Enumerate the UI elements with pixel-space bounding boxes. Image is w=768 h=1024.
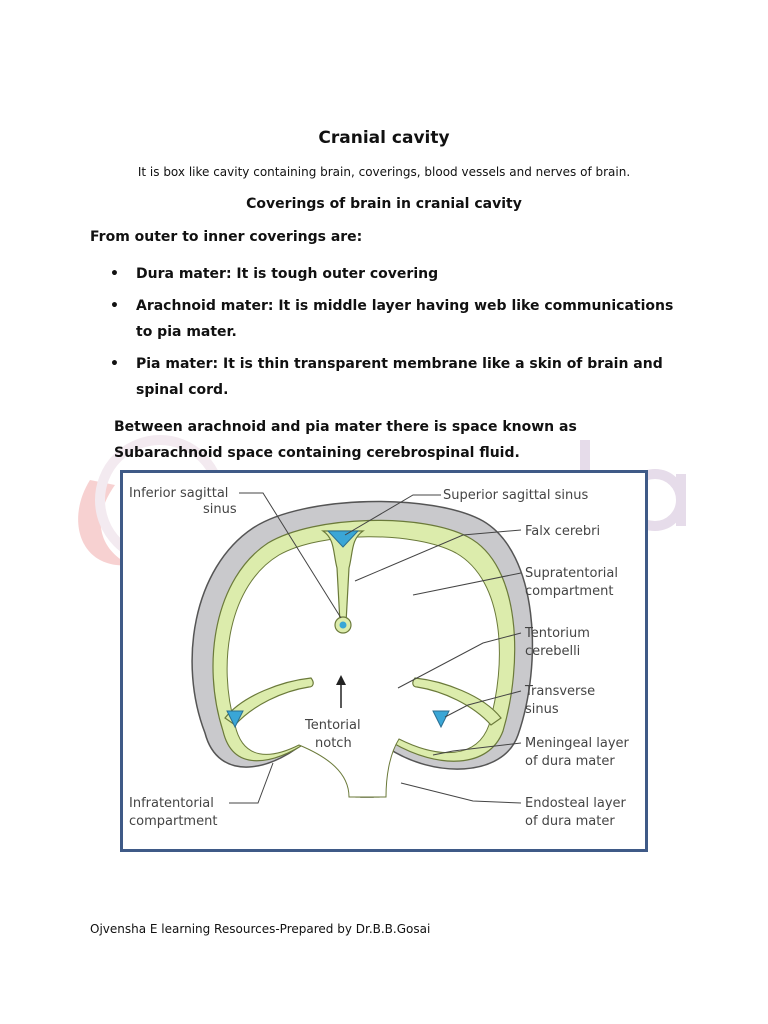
superior-sagittal-sinus-shape <box>326 530 360 548</box>
label-falx-cerebri: Falx cerebri <box>525 524 600 539</box>
label-tentorial-notch-line1: Tentorial <box>304 718 361 733</box>
subarachnoid-paragraph: Between arachnoid and pia mater there is… <box>114 419 577 461</box>
label-tentorium-line1: Tentorium <box>524 626 590 641</box>
transverse-sinus-right-shape <box>432 710 450 729</box>
tentorium-right <box>412 677 502 726</box>
label-endosteal-layer-line2: of dura mater <box>525 814 615 829</box>
document-title: Cranial cavity <box>318 128 450 148</box>
label-superior-sagittal-sinus: Superior sagittal sinus <box>443 488 588 503</box>
lead-text: From outer to inner coverings are: <box>90 229 363 245</box>
label-transverse-sinus-line2: sinus <box>525 702 559 717</box>
label-tentorial-notch-line2: notch <box>315 736 352 751</box>
diagram-canvas: Inferior sagittal sinus Superior sagitta… <box>129 486 630 829</box>
intro-text: It is box like cavity containing brain, … <box>137 165 631 179</box>
tentorial-notch-arrowhead <box>336 675 346 685</box>
label-infratentorial-line1: Infratentorial <box>129 796 214 811</box>
list-item-pia-mater: Pia mater: It is thin transparent membra… <box>108 351 688 403</box>
tentorium-left <box>224 677 314 726</box>
watermark-swoosh <box>78 480 130 566</box>
label-supratentorial-line2: compartment <box>525 584 613 599</box>
section-heading: Coverings of brain in cranial cavity <box>246 196 522 212</box>
transverse-sinus-left-shape <box>226 710 244 729</box>
label-tentorium-line2: cerebelli <box>525 644 580 659</box>
label-supratentorial-line1: Supratentorial <box>525 566 618 581</box>
footer-credit: Ojvensha E learning Resources-Prepared b… <box>90 922 431 936</box>
list-item-arachnoid-mater: Arachnoid mater: It is middle layer havi… <box>108 293 688 345</box>
label-inferior-sagittal-sinus-line1: Inferior sagittal <box>129 486 228 501</box>
label-infratentorial-line2: compartment <box>129 814 217 829</box>
label-meningeal-layer-line1: Meningeal layer <box>525 736 630 751</box>
label-endosteal-layer-line1: Endosteal layer <box>525 796 627 811</box>
label-meningeal-layer-line2: of dura mater <box>525 754 615 769</box>
label-transverse-sinus-line1: Transverse <box>524 684 595 699</box>
coverings-list: Dura mater: It is tough outer covering A… <box>108 261 688 409</box>
leader-lines <box>229 492 522 804</box>
list-item-dura-mater: Dura mater: It is tough outer covering <box>108 261 688 287</box>
cranial-interior <box>226 536 500 798</box>
inferior-sagittal-sinus-dot <box>339 621 347 629</box>
watermark-letter-a-stem <box>676 474 686 526</box>
cranial-cavity-diagram: Inferior sagittal sinus Superior sagitta… <box>120 470 648 852</box>
label-inferior-sagittal-sinus-line2: sinus <box>203 502 237 517</box>
